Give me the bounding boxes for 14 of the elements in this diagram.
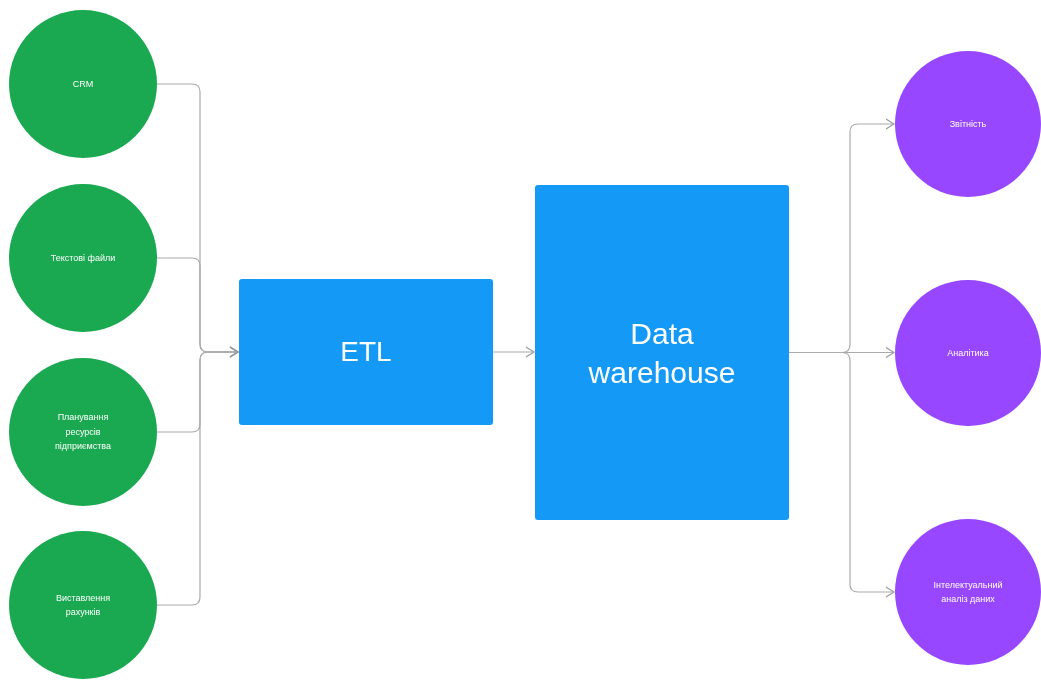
node-label: Виставлення рахунків (54, 591, 112, 619)
process-box (239, 279, 493, 425)
node-label: ETL (340, 334, 392, 369)
arrow (788, 351, 895, 598)
node-label: Планування ресурсів підприємства (53, 411, 113, 454)
node-label: CRM (72, 77, 94, 91)
node-label: Аналітика (947, 346, 989, 360)
arrow (492, 346, 535, 358)
node-label: Звітність (949, 117, 987, 131)
node-label: Інтелектуальний аналіз даних (932, 578, 1004, 606)
arrow (156, 346, 239, 606)
node-label: Data warehouse (587, 315, 737, 391)
node-label: Текстові файли (50, 251, 116, 265)
process-box (535, 185, 789, 520)
